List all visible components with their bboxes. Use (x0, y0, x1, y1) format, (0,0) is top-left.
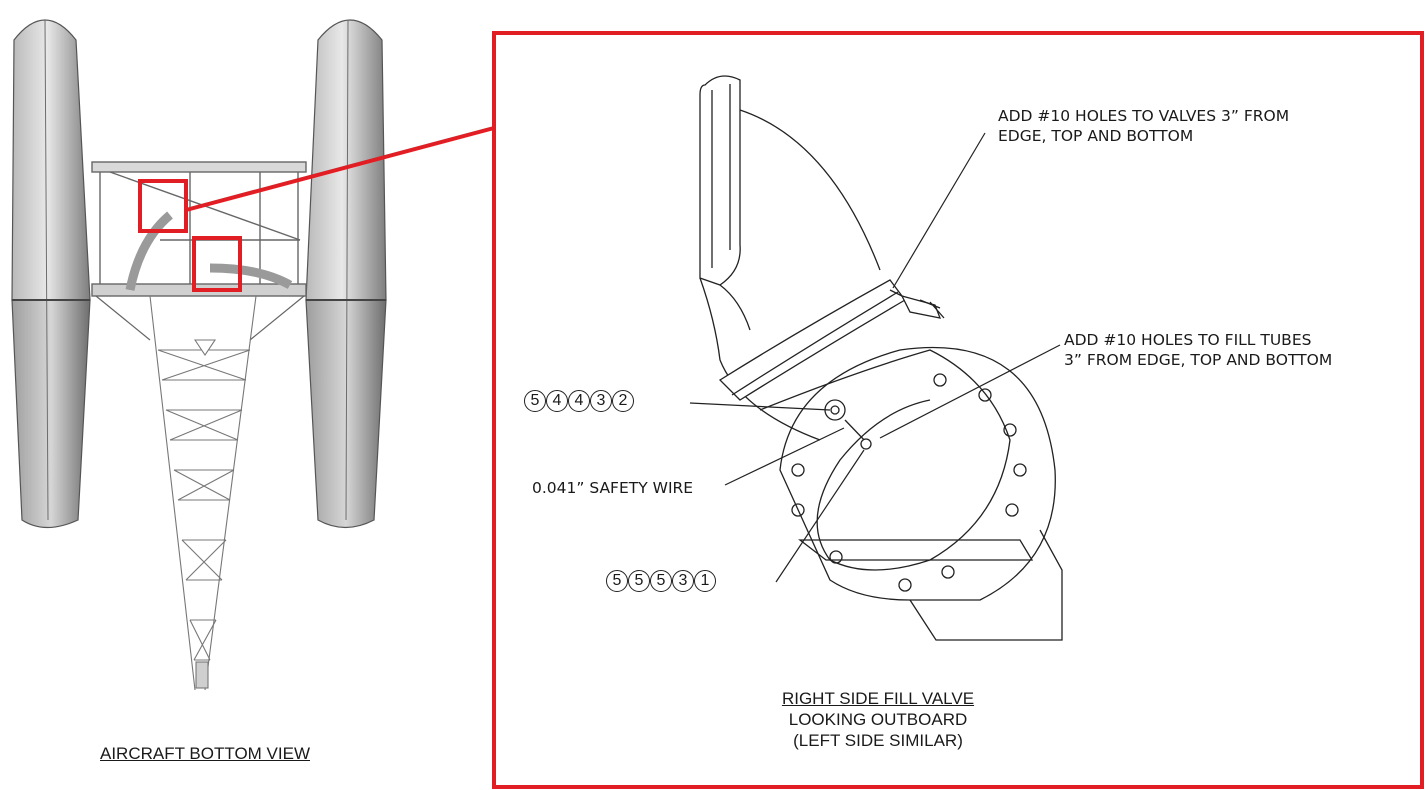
note-valve-holes: ADD #10 HOLES TO VALVES 3” FROM EDGE, TO… (998, 106, 1289, 146)
balloon: 3 (672, 570, 694, 592)
detail-caption-title: RIGHT SIDE FILL VALVE (781, 689, 975, 708)
aircraft-bottom-view (11, 19, 495, 691)
balloon-group-bottom: 5 5 5 3 1 (606, 570, 716, 592)
leader-bottom-balloons (775, 449, 865, 583)
note-fill-tube-holes-line-1: ADD #10 HOLES TO FILL TUBES (1064, 331, 1312, 349)
balloon: 5 (606, 570, 628, 592)
detail-view-frame (492, 31, 1424, 789)
detail-caption-line-3: (LEFT SIDE SIMILAR) (793, 731, 963, 750)
leader-top-balloons (689, 402, 831, 411)
center-frame (91, 161, 307, 341)
callout-box-lower (192, 236, 242, 292)
leader-safety-wire (724, 427, 845, 486)
left-float (11, 19, 91, 529)
note-valve-holes-line-2: EDGE, TOP AND BOTTOM (998, 127, 1194, 145)
balloon-group-top: 5 4 4 3 2 (524, 390, 634, 412)
leader-tube-holes (879, 344, 1061, 439)
right-float (305, 19, 387, 529)
fill-valve-drawing (699, 75, 1063, 641)
callout-leader-line (185, 126, 495, 212)
note-fill-tube-holes-line-2: 3” FROM EDGE, TOP AND BOTTOM (1064, 351, 1333, 369)
balloon: 5 (650, 570, 672, 592)
callout-box-upper (138, 179, 188, 233)
note-valve-holes-line-1: ADD #10 HOLES TO VALVES 3” FROM (998, 107, 1290, 125)
detail-view-caption: RIGHT SIDE FILL VALVE LOOKING OUTBOARD (… (718, 688, 1038, 751)
note-safety-wire: 0.041” SAFETY WIRE (532, 479, 694, 497)
balloon: 5 (524, 390, 546, 412)
balloon: 4 (546, 390, 568, 412)
balloon: 2 (612, 390, 634, 412)
balloon: 3 (590, 390, 612, 412)
balloon: 1 (694, 570, 716, 592)
balloon: 5 (628, 570, 650, 592)
note-fill-tube-holes: ADD #10 HOLES TO FILL TUBES 3” FROM EDGE… (1064, 330, 1332, 370)
tail-boom-truss (149, 295, 257, 691)
aircraft-bottom-view-caption: AIRCRAFT BOTTOM VIEW (100, 744, 310, 763)
detail-caption-line-2: LOOKING OUTBOARD (788, 710, 968, 729)
leader-lines (689, 132, 1061, 583)
leader-valve-holes (892, 132, 986, 289)
balloon: 4 (568, 390, 590, 412)
